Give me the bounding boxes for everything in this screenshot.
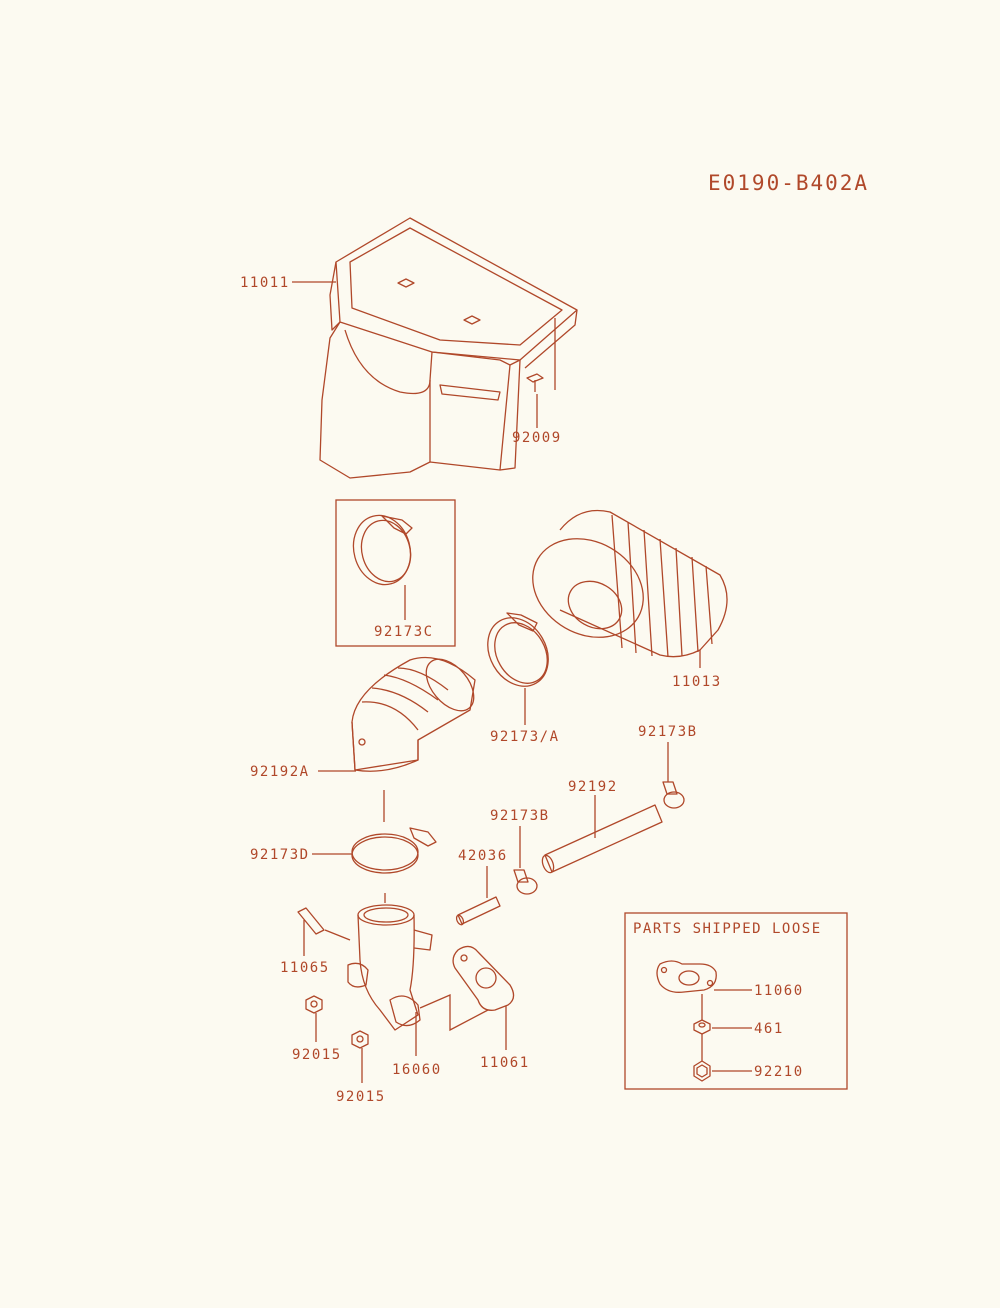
label-92173C: 92173C — [374, 624, 434, 640]
label-92173A: 92173/A — [490, 729, 560, 745]
clamp-92173B-top — [662, 781, 685, 809]
label-16060: 16060 — [392, 1062, 442, 1078]
label-92192: 92192 — [568, 779, 618, 795]
label-92015-a: 92015 — [292, 1047, 342, 1063]
label-92192A: 92192A — [250, 764, 310, 780]
label-461: 461 — [754, 1021, 784, 1037]
label-11013: 11013 — [672, 674, 722, 690]
clamp-92173A — [487, 612, 549, 687]
clamp-detail-box — [335, 499, 456, 647]
diagram-code: E0190-B402A — [708, 171, 869, 195]
parts-shipped-loose-title: PARTS SHIPPED LOOSE — [633, 921, 822, 937]
label-92173B-top: 92173B — [638, 724, 698, 740]
nut-92210 — [693, 1060, 711, 1082]
washer-461 — [693, 1019, 711, 1035]
parts-shipped-loose-box — [624, 912, 848, 1090]
label-11061: 11061 — [480, 1055, 530, 1071]
leader-11065-b — [324, 929, 351, 941]
label-11011: 11011 — [240, 275, 290, 291]
clamp-92173B-mid — [513, 869, 538, 895]
stud-11065 — [297, 907, 325, 935]
air-filter-element — [532, 509, 728, 658]
label-92173D: 92173D — [250, 847, 310, 863]
elbow-hose-92192A — [351, 656, 476, 772]
nipple-42036 — [455, 896, 501, 926]
label-11060: 11060 — [754, 983, 804, 999]
clamp-92173C — [352, 514, 413, 586]
screw-92009 — [526, 373, 544, 392]
intake-pipe-16060 — [347, 904, 433, 1031]
label-42036: 42036 — [458, 848, 508, 864]
nut-92015-b — [351, 1030, 369, 1049]
leader-gasket-bracket — [419, 994, 489, 1032]
nut-92015-a — [305, 995, 323, 1014]
label-92009: 92009 — [512, 430, 562, 446]
label-92015-b: 92015 — [336, 1089, 386, 1105]
gasket-11060 — [656, 960, 717, 993]
gasket-11061 — [452, 945, 515, 1011]
label-92173B-mid: 92173B — [490, 808, 550, 824]
hose-92192 — [541, 804, 663, 874]
label-92210: 92210 — [754, 1064, 804, 1080]
label-11065: 11065 — [280, 960, 330, 976]
air-cleaner-cover — [319, 217, 578, 479]
clamp-92173D — [351, 827, 437, 874]
